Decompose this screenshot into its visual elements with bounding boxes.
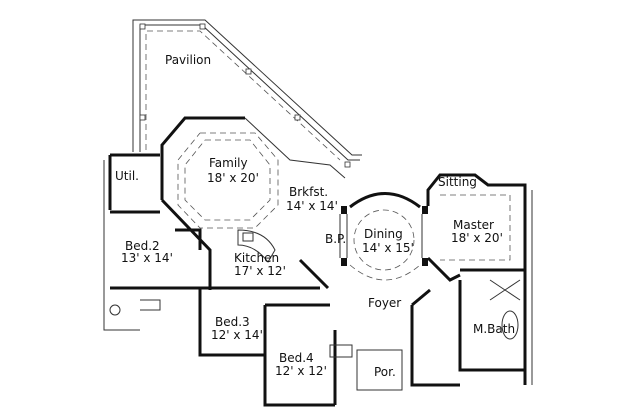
bed4-label: Bed.4 <box>279 351 314 365</box>
exterior-walls <box>103 153 337 407</box>
dining-label: Dining <box>364 227 403 241</box>
kitchen-size: 17' x 12' <box>234 264 286 278</box>
mbath-label: M.Bath <box>473 322 515 336</box>
room-labels: Pavilion Util. Family 18' x 20' Brkfst. … <box>115 53 515 379</box>
interior-details <box>109 228 403 391</box>
brkfst-label: Brkfst. <box>289 185 328 199</box>
bed2-label: Bed.2 <box>125 239 160 253</box>
pavilion-label: Pavilion <box>165 53 211 67</box>
porch-label: Por. <box>374 365 396 379</box>
master-size: 18' x 20' <box>451 231 503 245</box>
brkfst-size: 14' x 14' <box>286 199 338 213</box>
bed2-size: 13' x 14' <box>121 251 173 265</box>
family-room-walls <box>160 116 346 229</box>
sitting-label: Sitting <box>438 175 477 189</box>
family-size: 18' x 20' <box>207 171 259 185</box>
family-label: Family <box>209 156 248 170</box>
bed3-label: Bed.3 <box>215 315 250 329</box>
util-label: Util. <box>115 169 139 183</box>
bed4-size: 12' x 12' <box>275 364 327 378</box>
kitchen-label: Kitchen <box>234 251 279 265</box>
dining-size: 14' x 15' <box>362 241 414 255</box>
bed3-size: 12' x 14' <box>211 328 263 342</box>
pavilion-outline <box>132 19 362 168</box>
bp-label: B.P. <box>325 232 346 246</box>
master-label: Master <box>453 218 494 232</box>
dining-rotunda <box>339 192 428 281</box>
foyer-label: Foyer <box>368 296 401 310</box>
master-wing-walls <box>410 173 533 387</box>
